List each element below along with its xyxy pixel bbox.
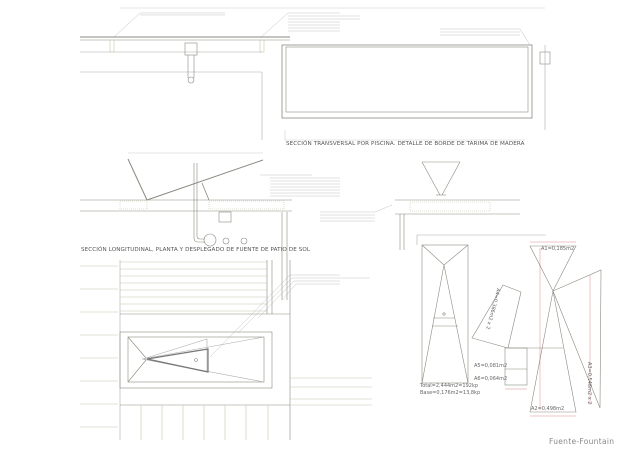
- sheet-footer-title: Fuente-Fountain: [549, 437, 615, 446]
- cross-section-drawing: [80, 7, 551, 141]
- area-a1-label: A1=0,185m2: [541, 246, 575, 252]
- longitudinal-section-title: SECCIÓN LONGITUDINAL, PLANTA Y DESPLEGAD…: [81, 247, 311, 253]
- area-a5-label: A5=0,081m2: [474, 363, 508, 369]
- base-area-label: Base=0,176m2=13,8kp: [420, 390, 481, 396]
- fountain-development-drawing: [416, 234, 602, 417]
- area-a3-label: A3=0,546m2 x 2: [586, 362, 592, 405]
- longitudinal-section-drawing: [80, 152, 520, 300]
- area-a6-label: A6=0,064m2: [474, 376, 508, 382]
- area-a2-label: A2=0,498m2: [531, 406, 565, 412]
- cross-section-title: SECCIÓN TRANSVERSAL POR PISCINA. DETALLE…: [286, 141, 525, 147]
- total-area-label: Total=2,444m2=192kp: [420, 383, 479, 389]
- fountain-plan-drawing: [80, 260, 372, 440]
